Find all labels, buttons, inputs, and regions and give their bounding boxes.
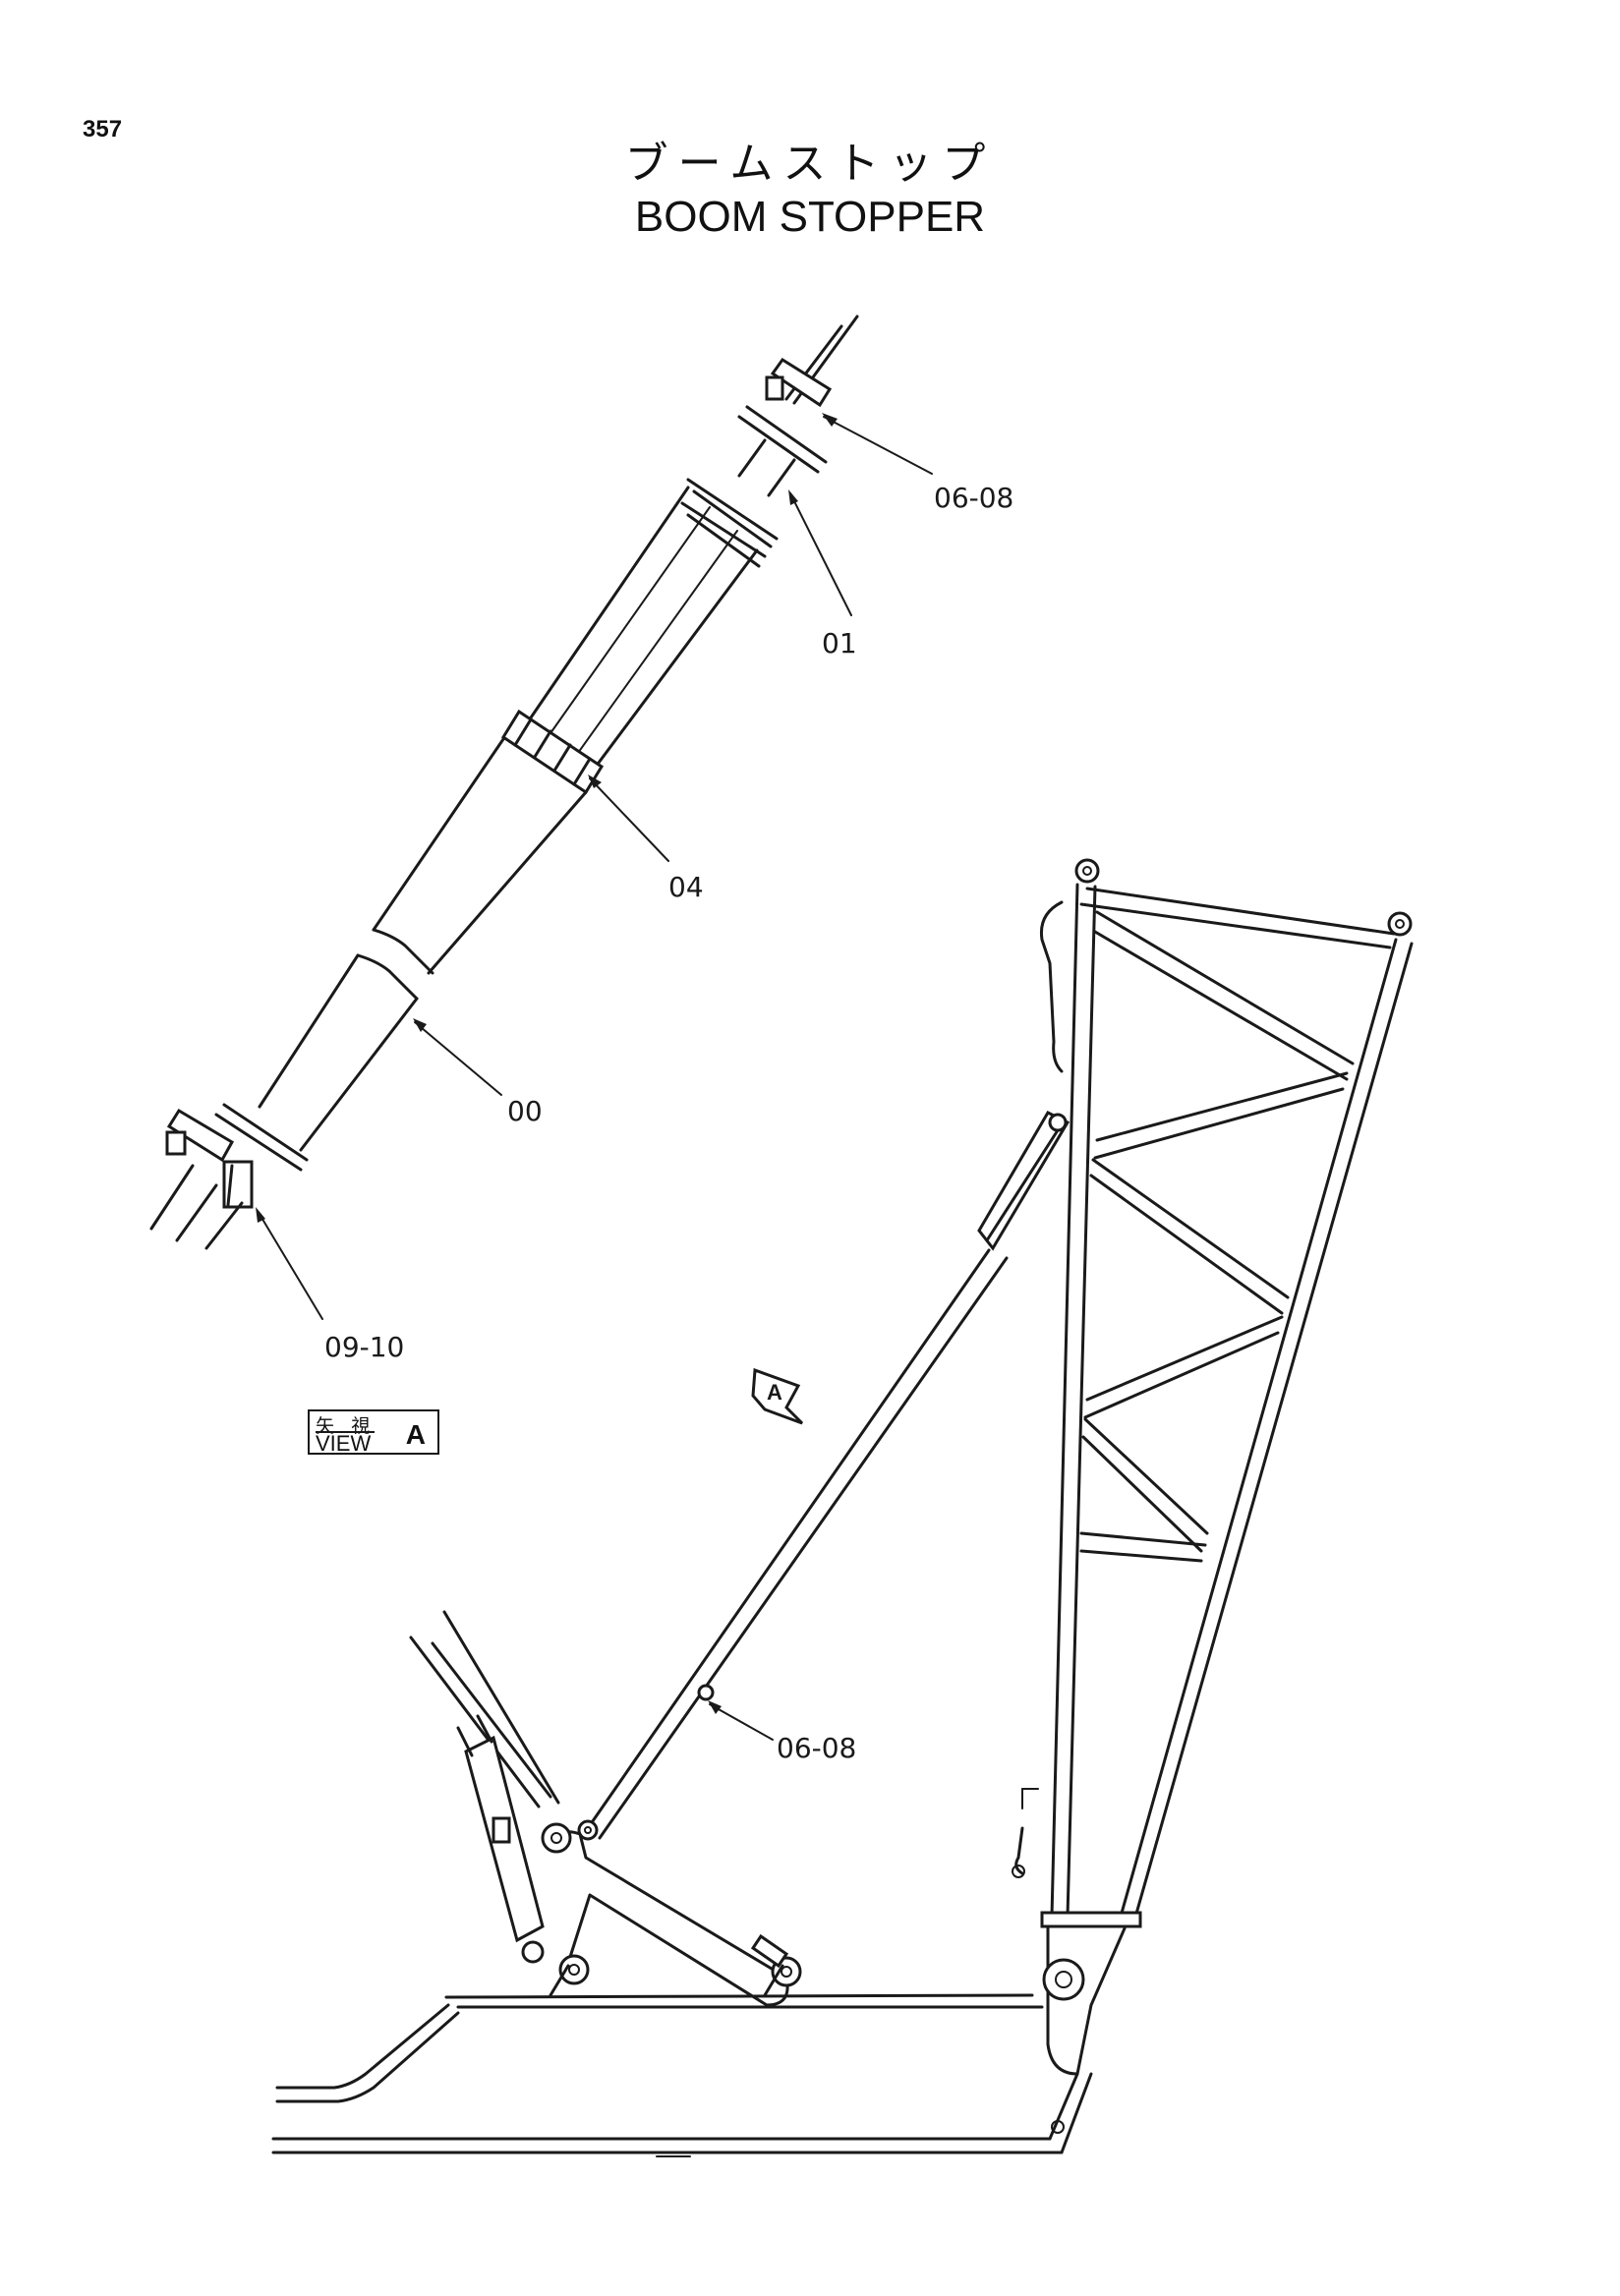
- callout-label: 01: [822, 627, 857, 660]
- callout-label: 06-08: [777, 1732, 856, 1764]
- installed-boom-stopper: [577, 1111, 1070, 1841]
- title-english: BOOM STOPPER: [634, 193, 986, 241]
- page-number: 357: [83, 116, 123, 143]
- callout-label: 00: [507, 1095, 543, 1127]
- lattice-mast: [1012, 858, 1414, 2076]
- callout-label: 06-08: [934, 482, 1013, 514]
- callout-labels: 06-08 01 04 00 09-10 06-08: [324, 482, 1013, 1764]
- view-arrow: A: [751, 1367, 804, 1425]
- view-letter: A: [405, 1419, 426, 1450]
- boom-stopper-detail: [149, 315, 859, 1250]
- callout-leaders: [256, 413, 933, 1741]
- boom-frame: [271, 1610, 1093, 2157]
- view-a-label-box: 矢 視 VIEW A: [308, 1409, 439, 1455]
- callout-label: 09-10: [324, 1331, 404, 1363]
- view-text: VIEW: [316, 1431, 376, 1455]
- view-arrow-letter: A: [767, 1380, 782, 1405]
- callout-label: 04: [668, 871, 704, 903]
- title-japanese: ブームストップ: [624, 139, 996, 189]
